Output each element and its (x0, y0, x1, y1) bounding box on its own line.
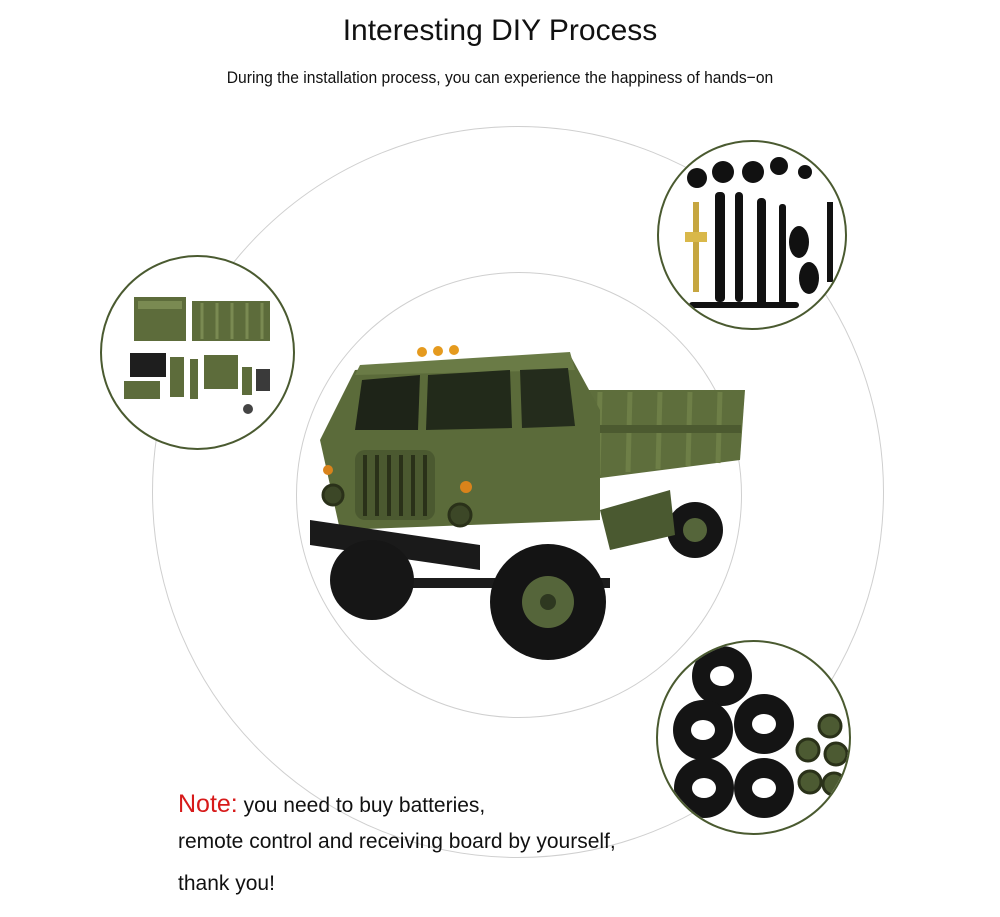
note-label: Note: (178, 790, 238, 818)
note-text-1: you need to buy batteries, (237, 794, 486, 817)
tires-bubble (656, 640, 851, 835)
note-line-2: remote control and receiving board by yo… (178, 830, 616, 853)
outer-ring (152, 126, 884, 858)
truck-image (300, 330, 750, 670)
note-block: Note: you need to buy batteries, remote … (178, 786, 616, 902)
note-line-1: Note: you need to buy batteries, (178, 786, 616, 824)
axle-parts-bubble (657, 140, 847, 330)
page-title: Interesting DIY Process (342, 14, 658, 47)
page-subtitle: During the installation process, you can… (226, 68, 774, 87)
note-line-3: thank you! (178, 872, 275, 895)
inner-ring (296, 272, 742, 718)
frame-parts-bubble (100, 255, 295, 450)
